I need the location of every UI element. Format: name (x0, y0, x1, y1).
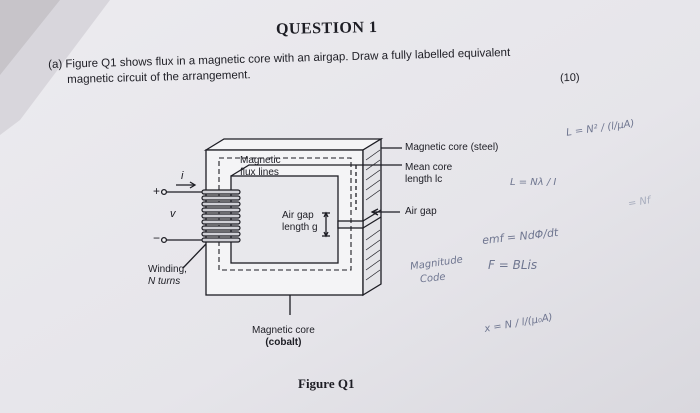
handwritten-force-formula: F = BLis (488, 258, 538, 272)
winding-coils (201, 189, 241, 243)
cobalt-core-label: Magnetic core (cobalt) (252, 325, 315, 348)
winding-label: Winding, N turns (148, 264, 187, 287)
mean-core-length-label: Mean core length lc (405, 162, 453, 185)
voltage-label: v (170, 208, 176, 220)
figure-caption: Figure Q1 (298, 376, 355, 391)
core-right-face (362, 137, 382, 297)
airgap-length-label: Air gap length g (282, 210, 318, 233)
handwritten-formula-flux-linkage: L = Nλ / I (510, 177, 557, 188)
minus-terminal-label: − (153, 231, 161, 245)
air-gap-label: Air gap (405, 206, 437, 217)
steel-core-label: Magnetic core (steel) (405, 142, 499, 153)
core-top-face (203, 138, 384, 151)
plus-terminal-label: + (153, 184, 161, 198)
flux-lines-label: Magnetic flux lines (240, 155, 281, 178)
current-label: i (181, 170, 184, 182)
